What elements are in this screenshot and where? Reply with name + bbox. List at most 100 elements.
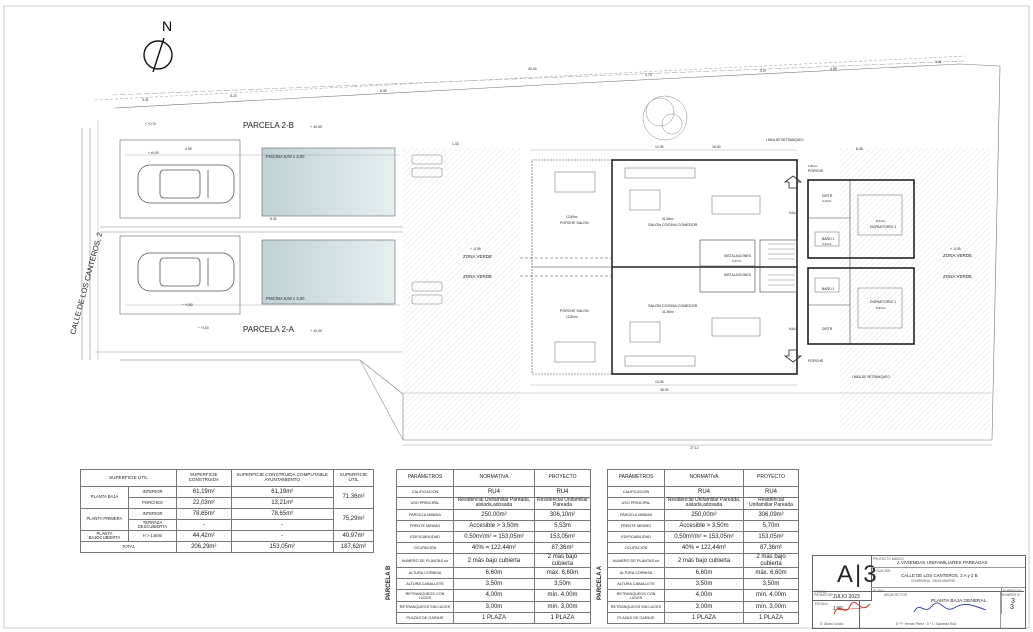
param-value-cell: 40% = 122,44m²: [453, 542, 535, 555]
param-value-cell: 4,00m: [453, 589, 535, 602]
param-value-cell: 3,50m: [743, 578, 799, 591]
param-label-cell: RETRANQUEOS SIN LUCES: [607, 600, 665, 613]
north-arrow-icon: N: [143, 18, 173, 73]
value-cell: 61,19m²: [175, 486, 232, 498]
value-cell: 206,29m²: [175, 541, 232, 553]
dim-top: 3.73: [645, 73, 652, 77]
car-icon: [137, 252, 235, 292]
logo: A|3: [837, 561, 879, 588]
param-label-cell: ALTURA CORNISA: [607, 567, 665, 580]
fecha-value: JULIO 2023: [833, 594, 860, 600]
param-label-cell: ALTURA CABALLETE: [396, 578, 454, 591]
header-cell: PARÁMETROS: [607, 469, 665, 487]
plano-value: PLANTA BAJA GENERAL: [931, 599, 987, 604]
param-value-cell: 2 más bajo cubierta: [533, 553, 592, 569]
param-value-cell: 3,00m: [453, 600, 535, 613]
bano-label: BAÑO 1: [822, 236, 835, 241]
pool-a-label: PISCINA 8,00 x 3,00: [266, 296, 305, 301]
dim-bottom: 27.12: [690, 446, 699, 450]
signature-icon: [833, 601, 871, 615]
param-value-cell: Residencial Unifamiliar Pareada: [533, 497, 592, 510]
param-value-cell: 5,70m: [743, 519, 799, 533]
sub-cell: INTERIOR: [127, 486, 177, 498]
sub-cell: PORCHES: [127, 497, 177, 509]
parcel-a-level: + ±0,00: [310, 329, 322, 333]
parcel-b-level: + ±0,00: [310, 125, 322, 129]
param-value-cell: 153,05m²: [533, 531, 592, 544]
porche-salon-area: 12,80m²: [566, 315, 578, 319]
param-label-cell: RETRANQUEOS CON LUCES: [607, 589, 665, 602]
zona-verde-label: ZONA VERDE: [463, 254, 492, 259]
salon-area-b: 31,38m²: [662, 217, 674, 221]
value-cell: 61,19m²: [230, 486, 334, 498]
retranqueo-label: LINEA DE RETRANQUEO: [766, 138, 804, 142]
param-value-cell: 3,50m: [533, 578, 592, 591]
north-label: N: [162, 18, 172, 34]
value-cell: 187,62m²: [332, 541, 375, 553]
param-value-cell: Accesible > 3,50m: [663, 519, 745, 533]
sub-cell: H > 1,50m: [127, 530, 177, 542]
param-value-cell: 250,00m²: [453, 508, 535, 521]
value-cell: -: [175, 519, 232, 531]
dim-top: 40.43: [528, 67, 537, 71]
param-value-cell: Residencial Unifamiliar Pareada: [743, 497, 799, 510]
header-cell: NORMATIVA: [663, 469, 745, 487]
param-label-cell: CALIFICACIÓN: [607, 485, 665, 499]
porche-label: PORCHE: [808, 359, 824, 363]
param-value-cell: máx. 6,60m: [743, 567, 799, 580]
param-value-cell: mín. 3,00m: [743, 600, 799, 613]
situacion-label: SITUACIÓN: [873, 569, 891, 573]
param-value-cell: mín. 4,00m: [533, 589, 592, 602]
furniture: [554, 167, 903, 367]
param-value-cell: 4,00m: [663, 589, 745, 602]
value-cell: -: [230, 519, 334, 531]
dim-mid: 4.99: [185, 147, 192, 151]
param-value-cell: 6,60m: [453, 567, 535, 580]
dim-bottom: 38.00: [660, 388, 669, 392]
param-value-cell: 0,50m²/m² = 153,05m²: [663, 531, 745, 544]
param-value-cell: máx. 6,60m: [533, 567, 592, 580]
param-value-cell: RU4: [743, 485, 799, 499]
situacion-sub: CHURRIANA · 29004 MADRID: [911, 579, 955, 583]
value-cell: 78,65m²: [175, 508, 232, 520]
superficie-table: SUPERFICIE ÚTIL SUPERFICIE CONSTRUIDA SU…: [80, 469, 375, 553]
retranqueo-label: LINEA DE RETRANQUEO: [852, 375, 890, 379]
param-value-cell: 1 PLAZA: [663, 611, 745, 624]
dormitorio-label: DORMITORIO 1: [870, 225, 896, 229]
param-label-cell: FRENTE MINIMO: [607, 519, 665, 533]
zona-verde-level: + -0,05: [470, 247, 481, 251]
numero-value: 3: [1011, 598, 1015, 605]
level-cell: PLANTA BAJOCUBIERTA: [80, 530, 129, 542]
param-label-cell: RETRANQUEOS CON LUCES: [396, 589, 454, 602]
param-label-cell: PARCELA MINIMA: [396, 508, 454, 521]
value-cell: 78,65m²: [230, 508, 334, 520]
zona-verde-label: ZONA VERDE: [463, 274, 492, 279]
signature-row: PROMOTOR ARQUITECTOS D. Álvaro Criado D.…: [812, 591, 1024, 628]
entrance-arrow-icon: [783, 175, 803, 363]
parcel-a-vertical-title: PARCELA A: [597, 565, 603, 600]
dim-top: 5.23: [230, 94, 237, 98]
param-label-cell: CALIFICACIÓN: [396, 485, 454, 499]
pool-b: [261, 147, 396, 217]
value-cell: 44,42m²: [175, 530, 232, 542]
param-label-cell: PARCELA MINIMA: [607, 508, 665, 521]
value-cell: 40,97m²: [332, 530, 375, 542]
porche-salon-label: PORCHE SALON: [560, 309, 589, 313]
table-row: PLANTA BAJA INTERIOR 61,19m² 61,19m² 71,…: [80, 486, 375, 509]
dim-top: 3.41: [935, 60, 942, 64]
param-label-cell: FRENTE MINIMO: [396, 519, 454, 533]
header-cell: SUPERFICIE CONSTRUIDA COMPUTABLE AYUNTAM…: [230, 469, 334, 487]
